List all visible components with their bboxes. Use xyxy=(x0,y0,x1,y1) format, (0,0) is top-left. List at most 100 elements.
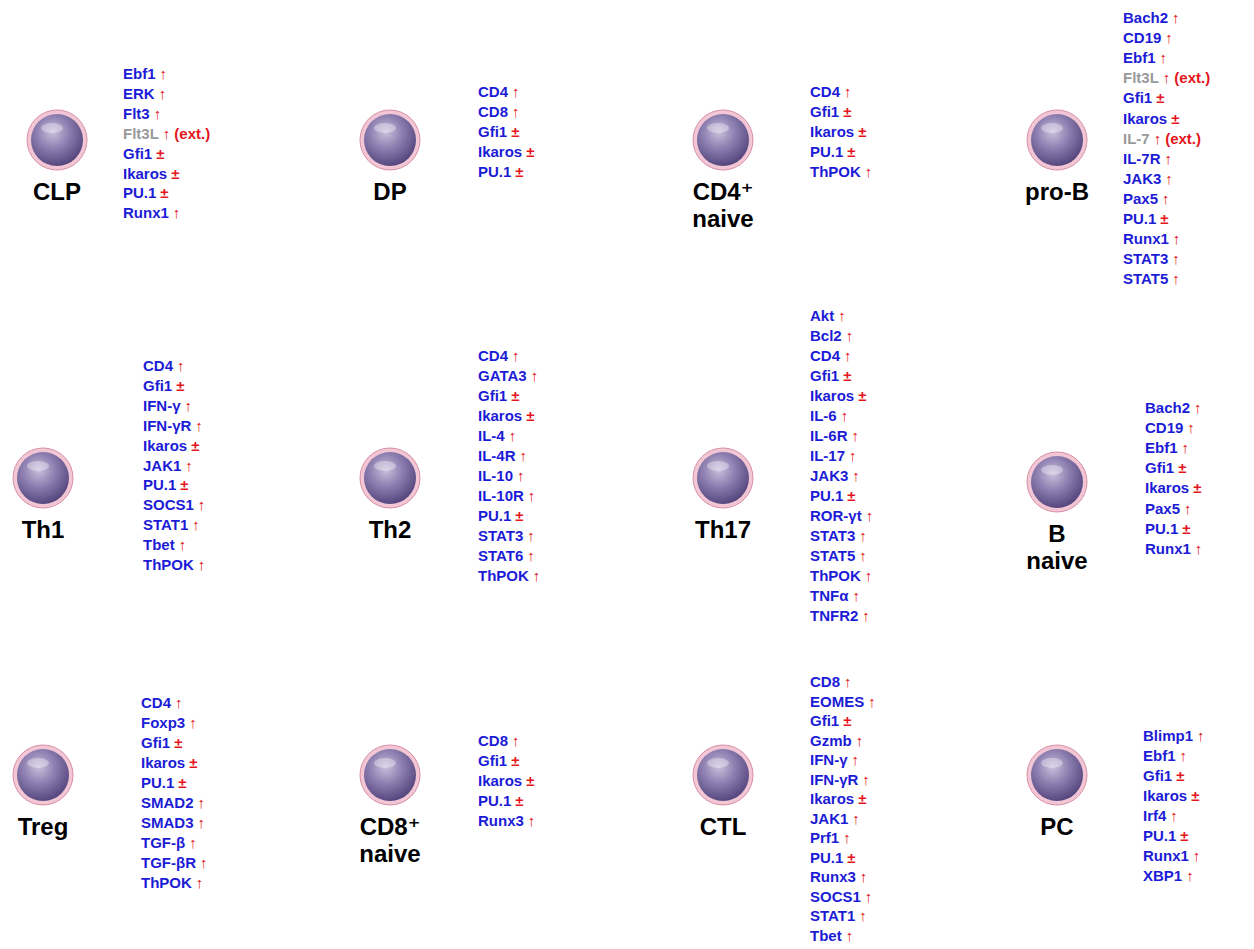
expression-mark: ↑ xyxy=(198,814,206,831)
expression-mark: ± xyxy=(526,772,534,789)
expression-mark: ± xyxy=(511,123,519,140)
gene-name: IL-4 xyxy=(478,427,505,444)
expression-mark: ↑ xyxy=(528,812,536,829)
expression-mark: ↑ xyxy=(195,417,203,434)
cell-label: PC xyxy=(997,813,1117,840)
gene-line: Tbet↑ xyxy=(143,535,186,555)
gene-line: TNFR2↑ xyxy=(810,606,870,626)
cell-node: Th2 xyxy=(320,446,460,543)
gene-line: CD8↑ xyxy=(478,731,520,751)
gene-line: Gfi1± xyxy=(143,376,184,396)
gene-line: Ikaros± xyxy=(1143,786,1199,806)
expression-mark: ↑ xyxy=(1162,190,1170,207)
expression-mark: ± xyxy=(515,163,523,180)
gene-name: ThPOK xyxy=(810,567,861,584)
expression-mark: ↑ xyxy=(1172,270,1180,287)
gene-line: Bach2↑ xyxy=(1123,8,1180,28)
gene-line: Gfi1± xyxy=(478,122,519,142)
gene-line: Bach2↑ xyxy=(1145,398,1202,418)
gene-name: JAK3 xyxy=(1123,170,1161,187)
expression-mark: ± xyxy=(847,849,855,866)
gene-line: Gfi1± xyxy=(810,366,851,386)
cell-sphere xyxy=(691,108,755,172)
gene-name: IL-10R xyxy=(478,487,524,504)
cell-node: B naive xyxy=(987,450,1127,574)
expression-mark: ↑ xyxy=(843,829,851,846)
gene-line: Runx3↑ xyxy=(810,867,867,887)
expression-mark: ↑ xyxy=(852,587,860,604)
external-factor: IL-7 xyxy=(1123,130,1150,147)
gene-line: Gfi1± xyxy=(478,386,519,406)
gene-name: PU.1 xyxy=(810,487,843,504)
expression-mark: ↑ xyxy=(533,567,541,584)
gene-name: ThPOK xyxy=(810,163,861,180)
gene-line: CD19↑ xyxy=(1123,28,1173,48)
gene-line: IFN-γ↑ xyxy=(143,396,192,416)
gene-name: STAT3 xyxy=(1123,250,1168,267)
expression-mark: ↑ xyxy=(1182,439,1190,456)
gene-name: Ikaros xyxy=(1123,110,1167,127)
gene-line: Tbet↑ xyxy=(810,926,853,946)
gene-line: JAK3↑ xyxy=(1123,169,1173,189)
gene-name: SOCS1 xyxy=(810,888,861,905)
expression-mark: ± xyxy=(180,476,188,493)
gene-line: IL-6↑ xyxy=(810,406,848,426)
gene-line: STAT1↑ xyxy=(810,906,867,926)
expression-mark: ± xyxy=(1180,827,1188,844)
gene-line: IFN-γR↑ xyxy=(143,416,203,436)
expression-mark: ↑ xyxy=(175,694,183,711)
expression-mark: ± xyxy=(176,377,184,394)
cell-sphere xyxy=(358,743,422,807)
gene-name: Ebf1 xyxy=(123,65,156,82)
gene-name: Gfi1 xyxy=(478,123,507,140)
gene-name: STAT5 xyxy=(810,547,855,564)
expression-mark: ↑ xyxy=(196,874,204,891)
expression-mark: ↑ xyxy=(859,547,867,564)
gene-name: Runx1 xyxy=(1145,540,1191,557)
cell-label: pro-B xyxy=(997,178,1117,205)
gene-name: Gfi1 xyxy=(810,712,839,729)
gene-line: XBP1↑ xyxy=(1143,866,1194,886)
expression-mark: ↑ xyxy=(1194,399,1202,416)
gene-name: Foxp3 xyxy=(141,714,185,731)
gene-name: TNFα xyxy=(810,587,848,604)
cell-label: CLP xyxy=(0,178,117,205)
expression-mark: ↑ xyxy=(520,447,528,464)
gene-line: STAT6↑ xyxy=(478,546,535,566)
gene-name: CD4 xyxy=(810,347,840,364)
gene-line: ThPOK↑ xyxy=(141,873,203,893)
gene-line: Ikaros± xyxy=(810,789,866,809)
expression-mark: ± xyxy=(1171,110,1179,127)
expression-mark: ↑ xyxy=(846,327,854,344)
gene-name: Gfi1 xyxy=(1123,89,1152,106)
expression-mark: ± xyxy=(1156,89,1164,106)
expression-mark: ↑ xyxy=(849,447,857,464)
gene-name: Runx3 xyxy=(810,868,856,885)
gene-line: PU.1± xyxy=(143,475,189,495)
cell-node: pro-B xyxy=(987,108,1127,205)
expression-mark: ↑ xyxy=(1180,747,1188,764)
expression-mark: ± xyxy=(515,792,523,809)
expression-mark: ↑ xyxy=(852,751,860,768)
gene-line: IL-10R↑ xyxy=(478,486,535,506)
gene-name: Ikaros xyxy=(1145,479,1189,496)
gene-line: Gfi1± xyxy=(1145,458,1186,478)
gene-line: Pax5↑ xyxy=(1145,499,1192,519)
expression-mark: ↑ xyxy=(844,673,852,690)
gene-name: Ikaros xyxy=(123,165,167,182)
gene-name: Ikaros xyxy=(810,790,854,807)
gene-name: STAT3 xyxy=(810,527,855,544)
gene-name: TGF-β xyxy=(141,834,185,851)
gene-name: PU.1 xyxy=(478,792,511,809)
expression-mark: ± xyxy=(1182,520,1190,537)
gene-line: TGF-β↑ xyxy=(141,833,197,853)
gene-name: Tbet xyxy=(810,927,842,944)
gene-name: IFN-γ xyxy=(143,397,181,414)
cell-label: Th2 xyxy=(330,516,450,543)
gene-name: PU.1 xyxy=(141,774,174,791)
cell-node: CTL xyxy=(653,743,793,840)
gene-name: STAT3 xyxy=(478,527,523,544)
expression-mark: ± xyxy=(847,143,855,160)
gene-line: Gfi1± xyxy=(1143,766,1184,786)
gene-line: CD4↑ xyxy=(478,346,520,366)
